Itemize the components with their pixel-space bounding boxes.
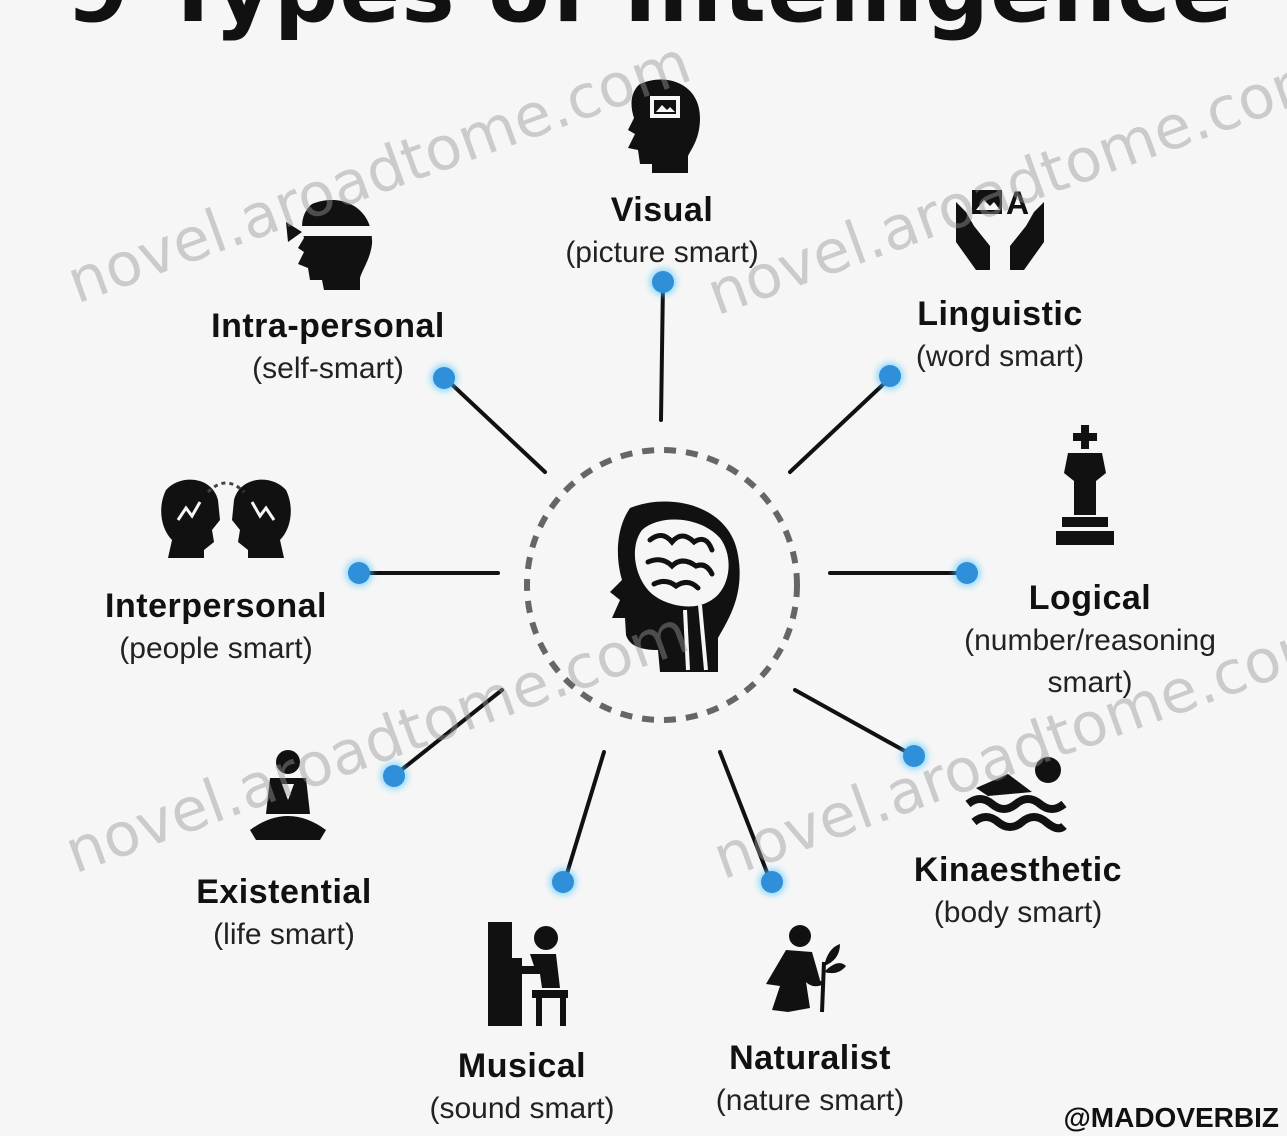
node-name: Existential: [196, 873, 372, 911]
node-interpersonal: Interpersonal (people smart): [105, 584, 327, 670]
node-dot-intrapersonal: [433, 367, 455, 389]
meditation-icon: [250, 750, 326, 840]
node-desc: (self-smart): [252, 352, 404, 385]
node-visual: Visual (picture smart): [565, 188, 758, 274]
node-dot-linguistic: [879, 365, 901, 387]
node-name: Intra-personal: [211, 307, 445, 345]
node-naturalist: Naturalist (nature smart): [716, 1036, 904, 1122]
node-name: Musical: [457, 1047, 587, 1085]
connector-naturalist: [718, 750, 772, 882]
node-name: Kinaesthetic: [913, 851, 1123, 889]
node-existential: Existential (life smart): [196, 870, 372, 956]
node-name: Visual: [610, 191, 714, 229]
node-desc: (life smart): [213, 918, 355, 951]
connector-visual: [659, 280, 665, 422]
node-intrapersonal: Intra-personal (self-smart): [211, 304, 445, 390]
node-name: Logical: [1028, 579, 1152, 617]
node-musical: Musical (sound smart): [429, 1044, 614, 1130]
node-desc: (people smart): [119, 632, 313, 665]
node-dot-logical: [956, 562, 978, 584]
node-logical: Logical (number/reasoning smart): [945, 576, 1235, 704]
node-name: Linguistic: [917, 295, 1083, 333]
blindfold-head-icon: [286, 200, 374, 290]
node-desc: (word smart): [915, 340, 1085, 373]
svg-text:A: A: [1006, 185, 1029, 221]
page-title: 9 Types of Intelligence: [40, 0, 1260, 43]
gardener-icon: [766, 925, 846, 1013]
node-kinaesthetic: Kinaesthetic (body smart): [914, 848, 1122, 934]
node-dot-naturalist: [761, 871, 783, 893]
node-name: Naturalist: [729, 1039, 891, 1077]
connector-linguistic: [788, 376, 892, 474]
swimmer-icon: [965, 757, 1067, 833]
center-dashed-circle: [524, 447, 800, 723]
node-desc: (nature smart): [715, 1084, 905, 1117]
node-dot-interpersonal: [348, 562, 370, 584]
credit-handle: @MADOVERBIZ: [1063, 1102, 1279, 1133]
connector-existential: [393, 688, 504, 777]
two-heads-icon: [161, 479, 291, 558]
chess-king-icon: [1056, 425, 1114, 545]
connector-kinaesthetic: [793, 688, 914, 757]
node-linguistic: Linguistic (word smart): [916, 292, 1084, 378]
pianist-icon: [488, 922, 568, 1026]
node-dot-visual: [652, 271, 674, 293]
head-picture-icon: [628, 79, 700, 173]
node-dot-existential: [383, 765, 405, 787]
node-desc: (body smart): [933, 896, 1103, 929]
connector-musical: [563, 750, 606, 882]
node-desc: (picture smart): [565, 236, 759, 269]
node-dot-musical: [552, 871, 574, 893]
node-name: Interpersonal: [105, 587, 327, 625]
connector-intrapersonal: [443, 376, 547, 474]
node-desc: (number/reasoning smart): [964, 624, 1216, 699]
hands-text-icon: A: [956, 185, 1044, 270]
brain-head-icon: [610, 501, 740, 672]
node-dot-kinaesthetic: [903, 745, 925, 767]
node-desc: (sound smart): [429, 1092, 615, 1125]
